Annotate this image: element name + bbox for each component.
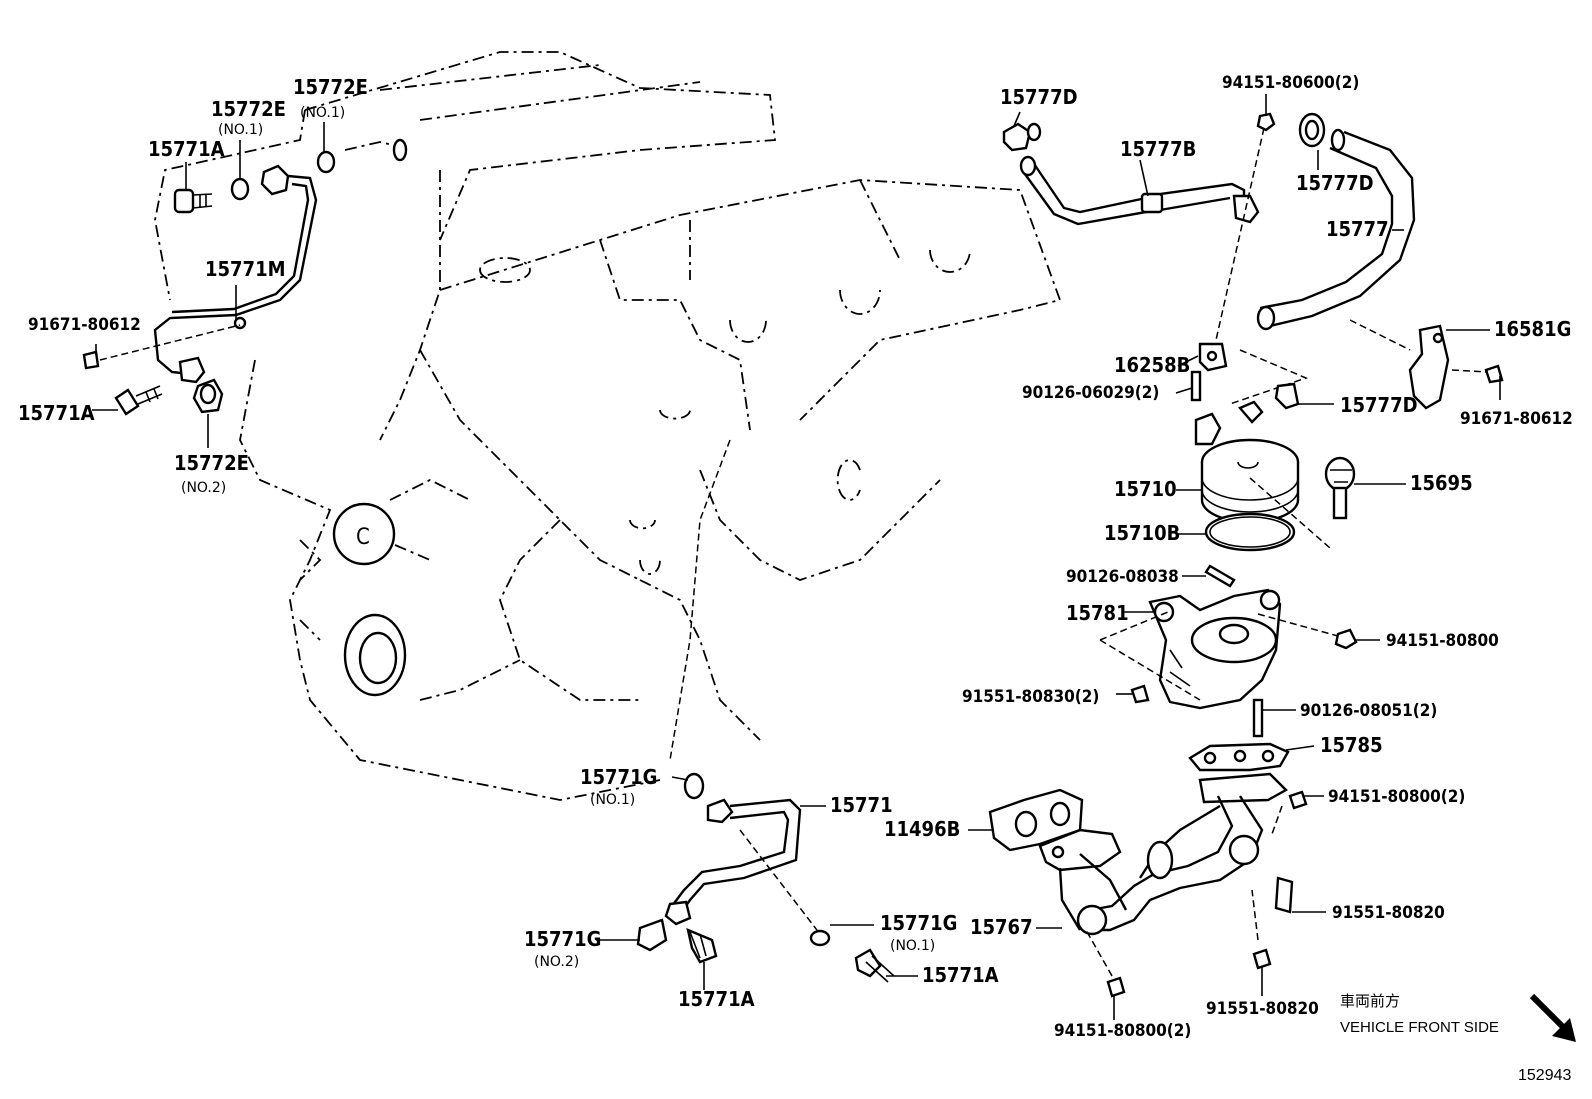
label-part-code: 94151-80800(2) bbox=[1328, 787, 1465, 807]
label-part-code: 90126-08051(2) bbox=[1300, 701, 1437, 721]
label-part-code: 15785 bbox=[1320, 733, 1383, 757]
label-part-code: 90126-06029(2) bbox=[1022, 383, 1159, 403]
hose-clamp-icon bbox=[1002, 122, 1032, 152]
part-labels: 15771A 15772E (NO.1) 15772E (NO.1) 15771… bbox=[18, 73, 1573, 1041]
label-part-code: 15777B bbox=[1120, 137, 1196, 161]
upper-left-pipe-group bbox=[82, 138, 408, 416]
vehicle-front-indicator: 車両前方 VEHICLE FRONT SIDE bbox=[1340, 993, 1576, 1042]
label-part-code: 15781 bbox=[1066, 601, 1129, 625]
label-part-code: 15771 bbox=[830, 793, 893, 817]
arrow-down-right-icon bbox=[1529, 993, 1576, 1042]
label-part-code: 15777D bbox=[1296, 171, 1374, 195]
label-part-code: 15771G bbox=[524, 927, 601, 951]
diagram-id: 152943 bbox=[1518, 1067, 1571, 1084]
label-part-code: 15767 bbox=[970, 915, 1033, 939]
label-part-qualifier: (NO.2) bbox=[181, 480, 226, 496]
svg-text:C: C bbox=[356, 525, 370, 550]
label-part-code: 15777 bbox=[1326, 217, 1389, 241]
label-part-code: 15772E bbox=[211, 97, 286, 121]
label-part-code: 16258B bbox=[1114, 353, 1190, 377]
label-part-code: 15771M bbox=[205, 257, 286, 281]
label-part-code: 15771G bbox=[880, 911, 957, 935]
leader-lines bbox=[92, 94, 1501, 1020]
label-part-code: 15771G bbox=[580, 765, 657, 789]
union-bolt-icon bbox=[173, 188, 195, 214]
lower-pipe-group bbox=[636, 439, 895, 983]
label-part-code: 15710 bbox=[1114, 477, 1177, 501]
label-part-code: 91671-80612 bbox=[1460, 409, 1573, 429]
label-part-code: 91551-80820 bbox=[1206, 999, 1319, 1019]
label-part-code: 94151-80800 bbox=[1386, 631, 1499, 651]
label-part-code: 15772E bbox=[174, 451, 249, 475]
label-part-code: 91671-80612 bbox=[28, 315, 141, 335]
label-part-code: 11496B bbox=[884, 817, 960, 841]
vehicle-front-label-jp: 車両前方 bbox=[1340, 993, 1400, 1010]
label-part-code: 15710B bbox=[1104, 521, 1180, 545]
label-part-code: 16581G bbox=[1494, 317, 1571, 341]
label-part-code: 94151-80600(2) bbox=[1222, 73, 1359, 93]
label-part-code: 15777D bbox=[1000, 85, 1078, 109]
gasket-icon bbox=[230, 177, 250, 201]
label-part-code: 15771A bbox=[678, 987, 755, 1011]
label-part-code: 15695 bbox=[1410, 471, 1473, 495]
lower-assembly bbox=[988, 588, 1358, 998]
label-part-code: 91551-80820 bbox=[1332, 903, 1445, 923]
gasket-icon bbox=[316, 150, 336, 174]
label-part-qualifier: (NO.1) bbox=[590, 792, 635, 808]
label-part-qualifier: (NO.1) bbox=[218, 122, 263, 138]
upper-right-hose-group bbox=[1002, 112, 1504, 410]
label-part-qualifier: (NO.1) bbox=[300, 105, 345, 121]
label-part-code: 15771A bbox=[148, 137, 225, 161]
label-part-code: 94151-80800(2) bbox=[1054, 1021, 1191, 1041]
label-part-qualifier: (NO.2) bbox=[534, 954, 579, 970]
engine-outline: C bbox=[154, 51, 1062, 801]
label-part-qualifier: (NO.1) bbox=[890, 938, 935, 954]
label-part-code: 90126-08038 bbox=[1066, 567, 1179, 587]
separator-assembly bbox=[1194, 382, 1356, 588]
label-part-code: 15771A bbox=[18, 401, 95, 425]
label-part-code: 15777D bbox=[1340, 393, 1418, 417]
vehicle-front-label-en: VEHICLE FRONT SIDE bbox=[1340, 1019, 1499, 1036]
label-part-code: 91551-80830(2) bbox=[962, 687, 1099, 707]
label-part-code: 15771A bbox=[922, 963, 999, 987]
label-part-code: 15772E bbox=[293, 75, 368, 99]
